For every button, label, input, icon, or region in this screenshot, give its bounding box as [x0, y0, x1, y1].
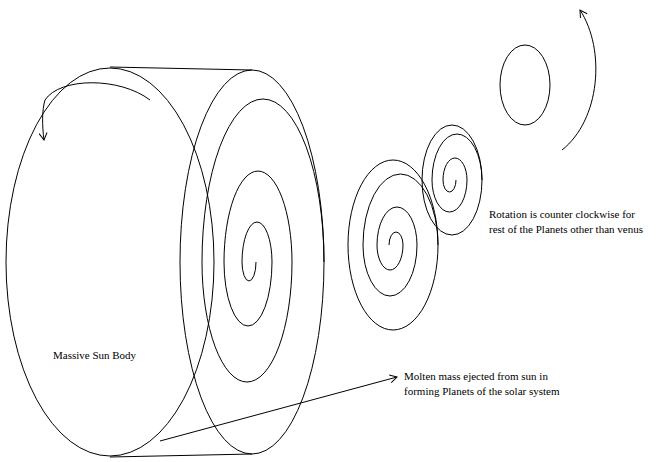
- spiral-outline: [422, 125, 482, 235]
- sun-outline: [5, 67, 215, 457]
- cylinder-edge: [110, 454, 252, 457]
- node-label: Massive Sun Body: [53, 348, 136, 363]
- spiral: [363, 174, 438, 296]
- sun-body: Massive Sun Body: [5, 67, 215, 457]
- spiral: [202, 99, 324, 382]
- spiral-outline: [348, 160, 438, 330]
- note-text: Rotation is counter clockwise for rest o…: [489, 207, 653, 237]
- rotation-arrow: [562, 10, 596, 150]
- planet-circle: [500, 45, 550, 125]
- spiral: [432, 134, 482, 212]
- rotation-arrow: [43, 83, 150, 140]
- cylinder-edge: [110, 67, 252, 70]
- note-text: Molten mass ejected from sun in forming …: [404, 369, 579, 399]
- spiral-outline: [180, 70, 324, 454]
- leader-line: [160, 377, 397, 441]
